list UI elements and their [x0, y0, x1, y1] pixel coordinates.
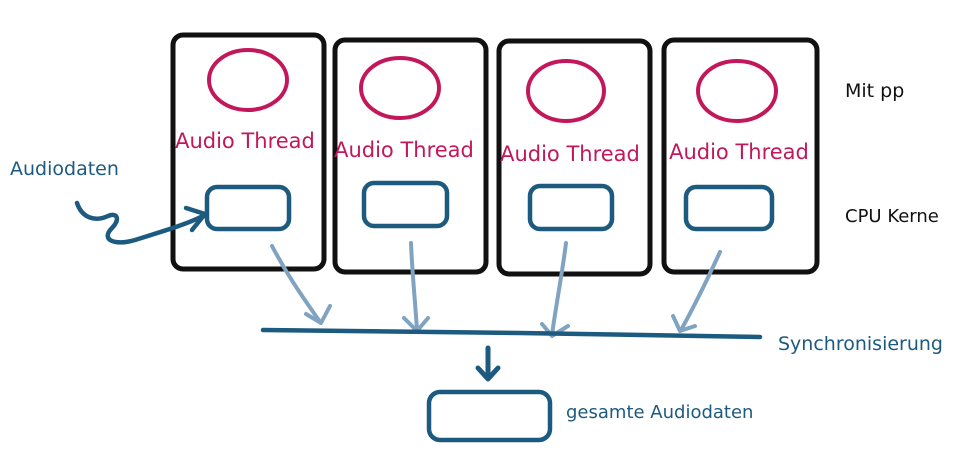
- thread-label-3: Audio Thread: [500, 142, 640, 166]
- thread-label-1: Audio Thread: [175, 129, 315, 153]
- core-box-2: [361, 180, 450, 229]
- cpu-core-frame-1: [170, 32, 327, 272]
- core-box-3: [527, 183, 615, 232]
- cpu-core-frame-3: [496, 38, 653, 277]
- output-box: [426, 389, 553, 443]
- core-to-sync-arrowhead-3: [540, 322, 570, 338]
- core-to-sync-arrow-3: [550, 241, 568, 337]
- mit-pp-label: Mit pp: [845, 80, 904, 102]
- core-box-1: [204, 184, 292, 232]
- core-to-sync-arrowhead-4: [671, 314, 697, 333]
- core-to-sync-arrow-1: [270, 244, 322, 324]
- synchronisierung-label: Synchronisierung: [778, 333, 943, 355]
- thread-circle-1: [207, 48, 289, 112]
- cpu-core-frame-2: [332, 37, 489, 275]
- core-box-4: [683, 184, 775, 232]
- thread-label-4: Audio Thread: [669, 140, 809, 164]
- input-arrowhead: [183, 205, 208, 233]
- thread-circle-2: [359, 56, 441, 120]
- audiodaten-input-label: Audiodaten: [10, 158, 119, 180]
- sync-line: [260, 327, 763, 340]
- cpu-core-frame-4: [661, 37, 820, 275]
- thread-circle-3: [526, 59, 606, 123]
- sync-to-output-arrowhead: [475, 365, 501, 382]
- core-to-sync-arrow-2: [409, 241, 419, 332]
- input-arrow: [74, 200, 206, 245]
- core-to-sync-arrowhead-1: [304, 304, 332, 325]
- core-to-sync-arrow-4: [679, 250, 722, 332]
- thread-label-2: Audio Thread: [334, 138, 474, 162]
- output-label: gesamte Audiodaten: [566, 402, 753, 423]
- cpu-kerne-label: CPU Kerne: [845, 206, 939, 227]
- thread-circle-4: [696, 59, 778, 123]
